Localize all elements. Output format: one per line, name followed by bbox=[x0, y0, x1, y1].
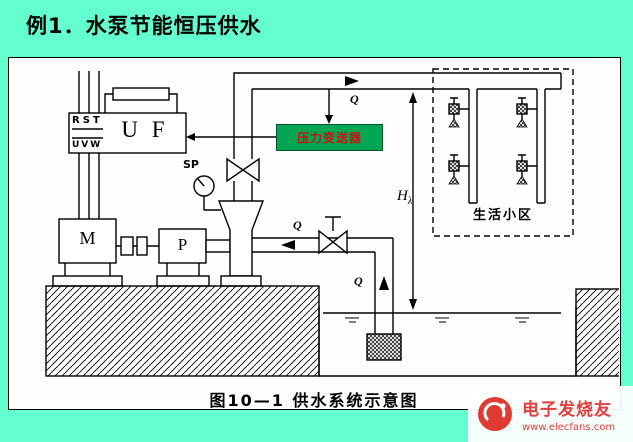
water-tank bbox=[318, 306, 577, 377]
diagram-panel: RST U F UVW SP M P 压力变送器 生活小区 Hλ Q Q Q 图… bbox=[8, 57, 621, 410]
motor-body bbox=[58, 218, 117, 264]
vfd-terminals-top: RST bbox=[72, 115, 103, 126]
head-symbol: H bbox=[397, 188, 408, 204]
head-subscript: λ bbox=[407, 196, 413, 207]
figure-caption: 图10—1 供水系统示意图 bbox=[209, 391, 419, 410]
schematic-drawing bbox=[45, 68, 619, 377]
motor-baseplate bbox=[52, 275, 123, 287]
faucet-icon bbox=[448, 154, 469, 185]
faucet-icon bbox=[448, 97, 469, 128]
head-dimension-line bbox=[409, 92, 417, 310]
foundation-hatch bbox=[45, 285, 320, 377]
watermark: 电子发烧友 www.elecfans.com bbox=[468, 386, 633, 442]
vfd-terminals-bottom: UVW bbox=[72, 140, 103, 150]
flow-label-top: Q bbox=[350, 92, 359, 106]
residential-area-label: 生活小区 bbox=[472, 208, 533, 223]
vfd-terminal-lines bbox=[72, 128, 103, 139]
faucet-icon bbox=[516, 154, 537, 185]
motor-label: M bbox=[79, 228, 96, 248]
motor-legs bbox=[64, 263, 111, 276]
strainer bbox=[366, 333, 402, 361]
gauge-label: SP bbox=[183, 158, 199, 171]
flow-arrow-riser bbox=[379, 276, 389, 290]
head-label: Hλ bbox=[397, 188, 412, 207]
flow-arrow-top bbox=[345, 76, 359, 86]
pump-label: P bbox=[177, 235, 188, 254]
pump-legs bbox=[166, 263, 200, 276]
motor-cables bbox=[78, 153, 100, 219]
coupling bbox=[116, 236, 159, 256]
page-title: 例1．水泵节能恒压供水 bbox=[26, 14, 262, 38]
riser-pipes bbox=[468, 89, 546, 204]
pressure-gauge bbox=[193, 175, 221, 211]
pump-baseplate bbox=[156, 275, 210, 287]
watermark-site: www.elecfans.com bbox=[522, 422, 616, 433]
residential-area-box bbox=[432, 68, 574, 237]
flow-label-suction: Q bbox=[293, 218, 302, 232]
cone-baseplate bbox=[220, 275, 262, 287]
transmitter-to-vfd-arrow bbox=[186, 133, 276, 141]
pressure-transmitter: 压力变送器 bbox=[276, 124, 383, 151]
vfd-box bbox=[68, 112, 187, 154]
braking-resistor bbox=[104, 87, 178, 113]
transmitter-tap-line bbox=[325, 89, 333, 124]
vfd-label: U F bbox=[121, 117, 169, 142]
faucet-icon bbox=[516, 97, 537, 128]
watermark-name: 电子发烧友 bbox=[522, 400, 612, 420]
right-wall-hatch bbox=[575, 288, 619, 377]
flow-label-riser: Q bbox=[354, 274, 363, 288]
water-ticks bbox=[345, 317, 529, 323]
suction-valve bbox=[318, 216, 348, 255]
flow-arrow-suction bbox=[281, 240, 295, 250]
power-supply-lines bbox=[78, 71, 100, 113]
watermark-logo-icon bbox=[478, 397, 512, 431]
discharge-valve bbox=[226, 157, 260, 183]
discharge-pipe bbox=[233, 72, 562, 201]
pump-cone-connector bbox=[205, 239, 231, 253]
